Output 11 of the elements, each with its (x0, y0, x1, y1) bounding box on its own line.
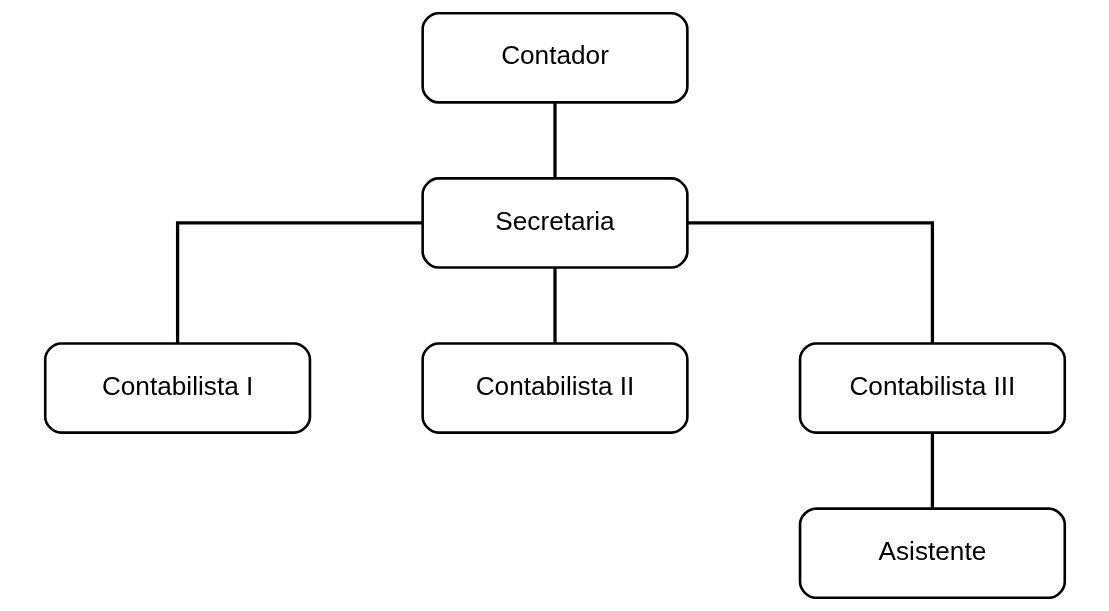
node-box: Asistente (798, 507, 1066, 600)
node-box: Secretaria (420, 177, 689, 269)
connector (552, 267, 557, 344)
node-box: Contabilista II (420, 342, 689, 434)
connector (552, 102, 557, 179)
connector (687, 221, 934, 344)
node-box: Contador (420, 11, 689, 104)
connector (930, 432, 934, 509)
node-box: Contabilista I (43, 342, 311, 434)
node-box: Contabilista III (798, 342, 1066, 434)
connector (175, 221, 422, 344)
